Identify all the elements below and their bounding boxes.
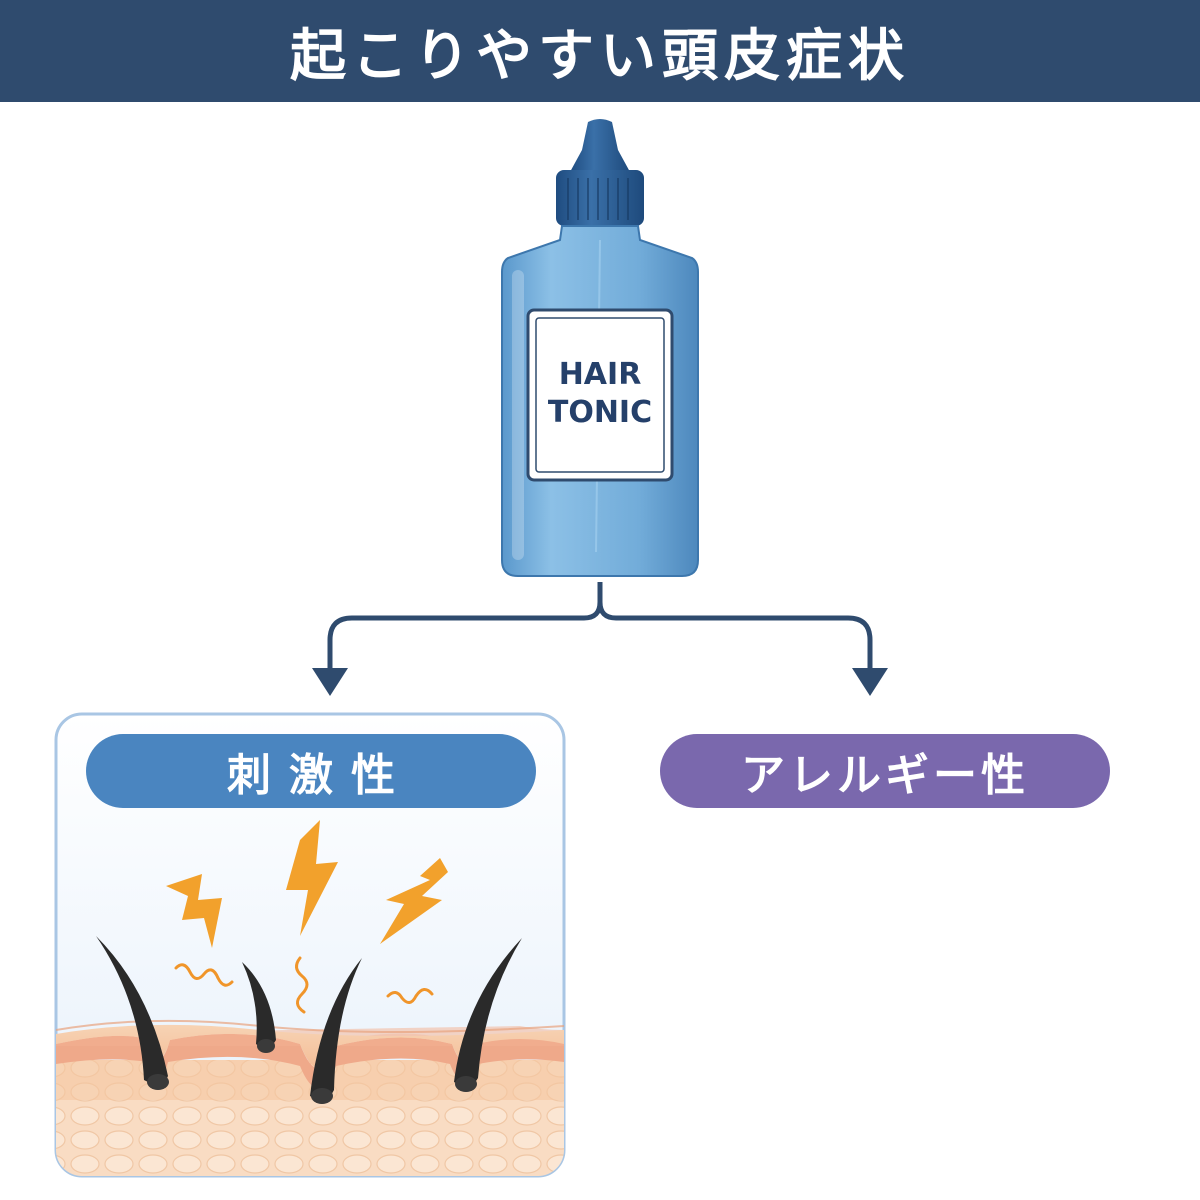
hair-tonic-bottle: HAIR TONIC — [501, 119, 699, 577]
page-title: 起こりやすい頭皮症状 — [290, 23, 910, 89]
lightning-icon — [166, 820, 448, 948]
allergy-label: アレルギー性 — [660, 734, 1110, 808]
hair-strands-left — [96, 936, 522, 1104]
title-banner: 起こりやすい頭皮症状 — [0, 0, 1200, 102]
arrow-right-head — [852, 668, 888, 696]
bottle-label-line1: HAIR — [559, 357, 642, 392]
bottle-label — [526, 308, 674, 482]
irritation-wave-icon — [174, 956, 434, 1014]
skin-cross-section-left — [56, 1019, 564, 1176]
arrow-left-head — [312, 668, 348, 696]
irritation-label: 刺激性 — [86, 734, 536, 808]
bottle-label-line2: TONIC — [548, 395, 652, 430]
bottle-cap — [556, 170, 644, 226]
irritation-panel — [54, 712, 566, 1178]
bottle-nozzle — [570, 119, 630, 172]
branch-arrows — [327, 582, 873, 670]
